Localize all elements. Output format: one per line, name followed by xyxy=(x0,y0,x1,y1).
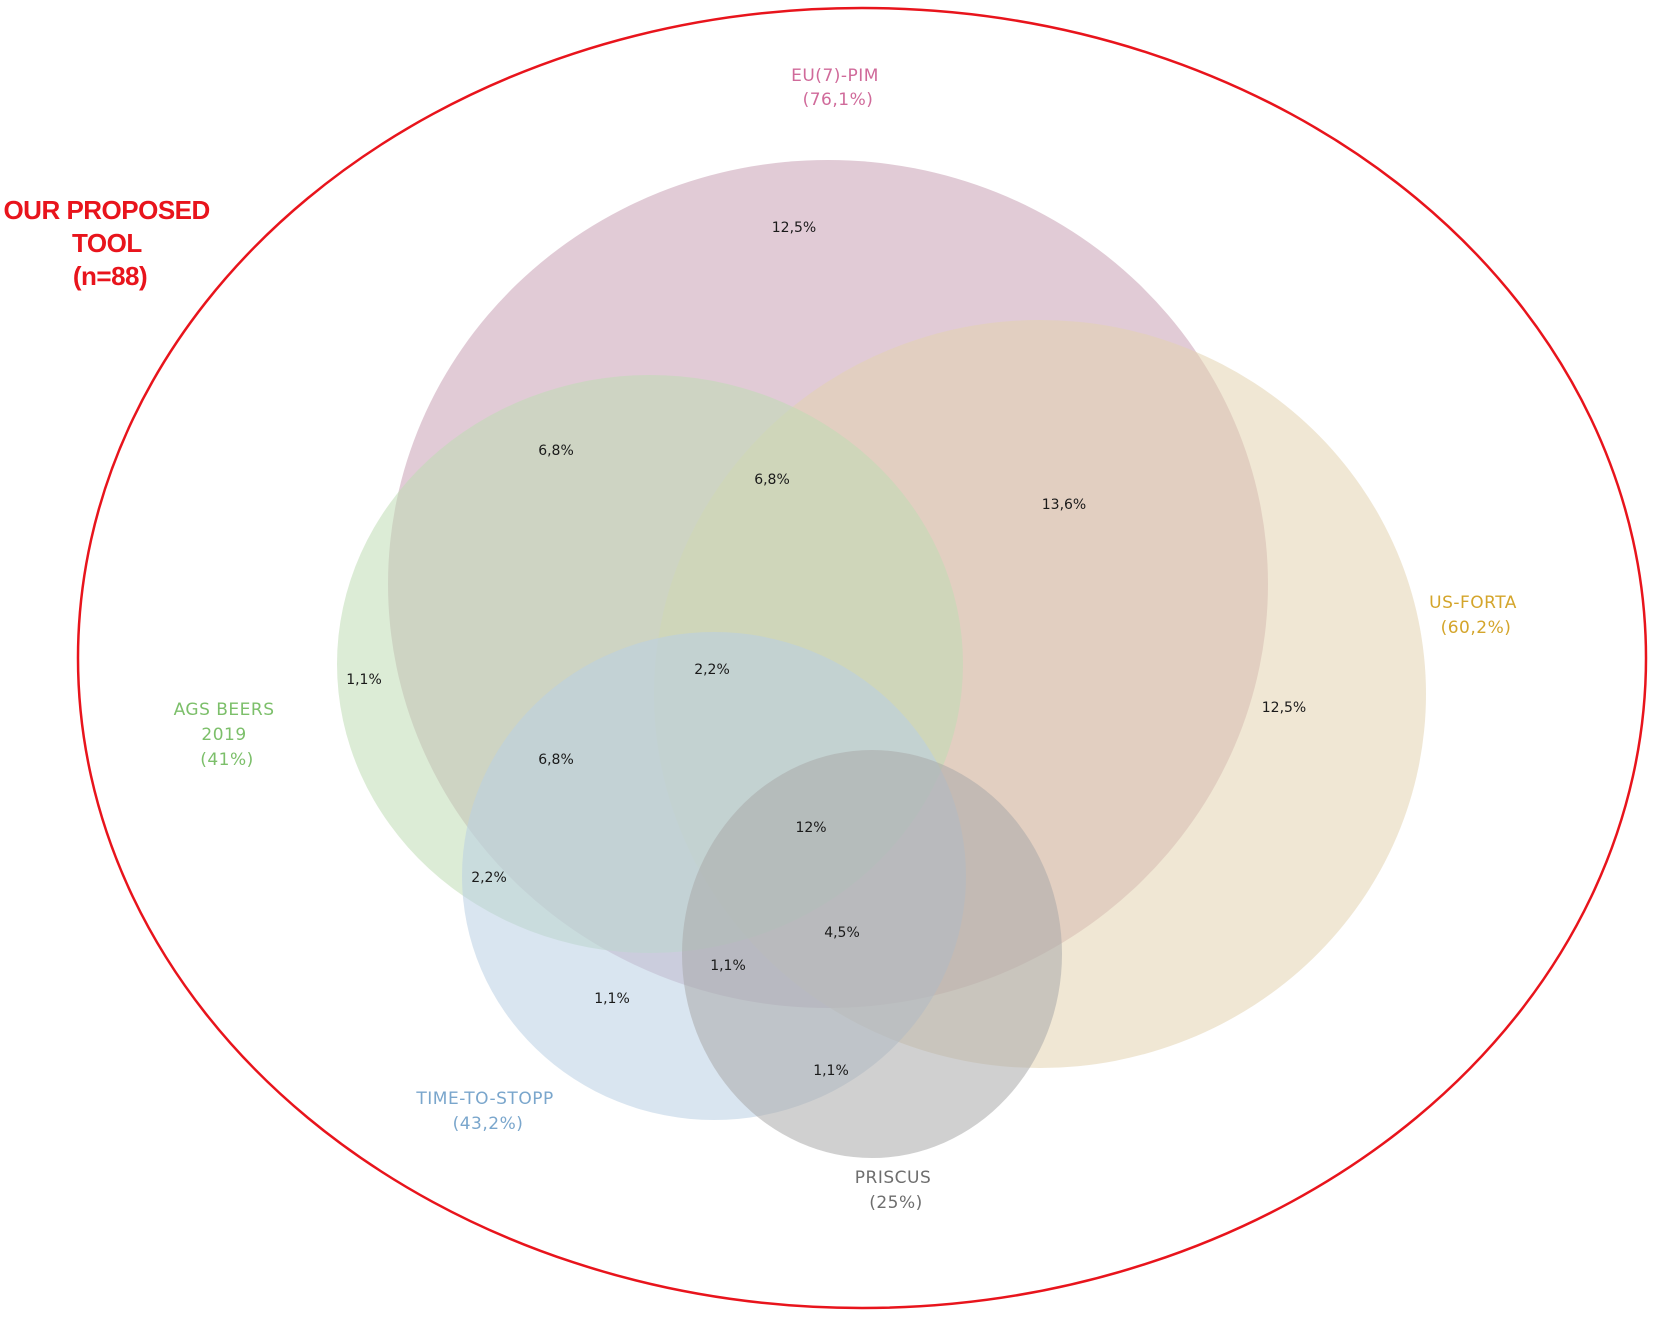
set-label-priscus: PRISCUS (25%) xyxy=(855,1168,937,1213)
region-label-all-five: 12% xyxy=(795,820,826,836)
region-label-eu-forta: 13,6% xyxy=(1042,497,1086,513)
region-label-forta-only: 12,5% xyxy=(1262,700,1306,716)
region-label-beers-only: 1,1% xyxy=(346,672,382,688)
set-shapes xyxy=(337,160,1426,1158)
container-title: OUR PROPOSED TOOL (n=88) xyxy=(3,195,216,291)
region-label-eu-only: 12,5% xyxy=(772,220,816,236)
set-circle-priscus xyxy=(682,750,1062,1158)
container-ellipse xyxy=(76,6,1648,1310)
set-label-eu7pim: EU(7)-PIM (76,1%) xyxy=(791,66,885,110)
set-label-usforta: US-FORTA (60,2%) xyxy=(1429,593,1523,638)
region-label-stopp-priscus: 1,1% xyxy=(813,1063,849,1079)
region-label-eu-beers-stopp: 6,8% xyxy=(538,752,574,768)
region-label-eu-beers-forta-stopp: 2,2% xyxy=(694,662,730,678)
region-label-eu-beers-forta: 6,8% xyxy=(754,472,790,488)
region-label-beers-stopp: 2,2% xyxy=(471,870,507,886)
region-label-stopp-only: 1,1% xyxy=(594,991,630,1007)
region-label-eu-forta-priscus: 4,5% xyxy=(824,925,860,941)
set-label-agsbeers: AGS BEERS 2019 (41%) xyxy=(174,700,281,770)
set-label-timetostopp: TIME-TO-STOPP (43,2%) xyxy=(415,1089,559,1134)
region-label-eu-beers: 6,8% xyxy=(538,443,574,459)
region-label-eu-stopp-priscus: 1,1% xyxy=(710,958,746,974)
